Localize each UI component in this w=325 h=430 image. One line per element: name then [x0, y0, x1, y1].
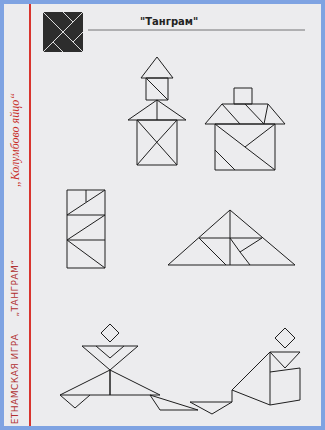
- paper: [4, 4, 321, 426]
- dancer-figure: [60, 324, 198, 410]
- sitting-figure: [190, 328, 300, 414]
- house-figure: [205, 88, 285, 170]
- rectangle-figure: [67, 190, 105, 268]
- house-figure: [128, 57, 186, 165]
- card-title: "Танграм": [140, 16, 198, 27]
- side-label: „Колумбово яйцо“: [9, 93, 22, 187]
- title-rule: [88, 30, 305, 31]
- red-rule: [29, 4, 31, 426]
- side-label: „ТАНГРАМ“: [11, 259, 21, 316]
- triangle-figure: [168, 210, 295, 265]
- tangram-icon: [43, 12, 83, 52]
- side-label: ЕТНАМСКАЯ ИГРА: [11, 333, 21, 424]
